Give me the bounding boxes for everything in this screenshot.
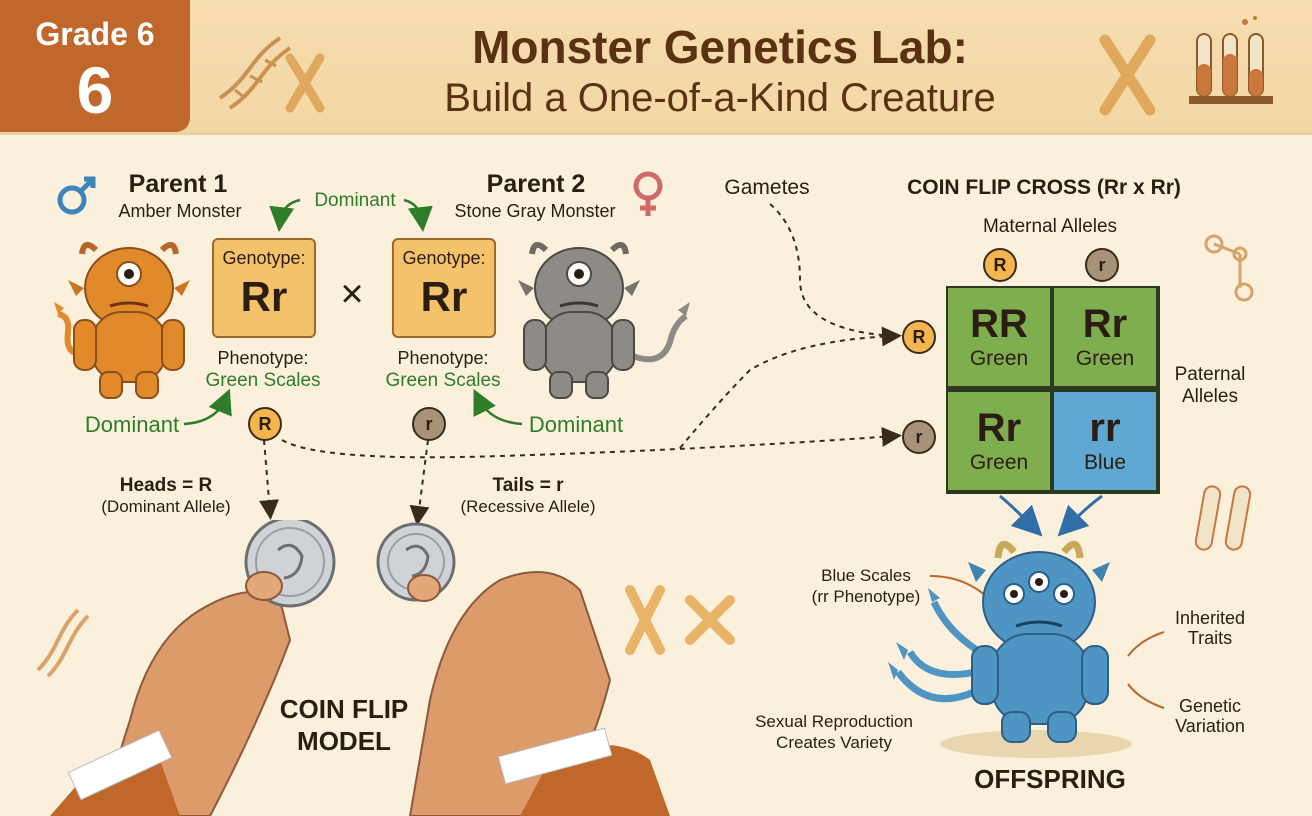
inherited-traits-label-line2: Traits xyxy=(1187,628,1233,648)
paternal-alleles-label-line2: Alleles xyxy=(1182,386,1238,407)
test-tubes-icon xyxy=(1189,16,1273,104)
male-symbol-icon xyxy=(57,176,96,215)
dna-icon xyxy=(218,36,325,113)
punnett-cell-Rr-bottom: Rr Green xyxy=(948,392,1050,490)
parent2-name: Stone Gray Monster xyxy=(454,201,616,221)
header-banner: Grade 6 6 Monster Genetics Lab: Build a … xyxy=(0,0,1312,135)
punnett-cell-rr: rr Blue xyxy=(1054,392,1156,490)
blue-scales-label-line2: (rr Phenotype) xyxy=(811,587,921,606)
cell-genotype: Rr xyxy=(976,406,1022,450)
inherited-traits-label-line1: Inherited xyxy=(1174,608,1246,628)
tails-label: Tails = r xyxy=(492,475,564,496)
test-tubes-icon-small xyxy=(1194,485,1252,551)
coin-model-label-line1: COIN FLIP xyxy=(279,694,409,724)
dominant-label-top: Dominant xyxy=(314,190,396,211)
parent2-phenotype-value: Green Scales xyxy=(385,370,501,391)
punnett-title: COIN FLIP CROSS (Rr x Rr) xyxy=(907,176,1181,199)
punnett-cell-Rr-top: Rr Green xyxy=(1054,288,1156,386)
allele-token-dominant: R xyxy=(248,407,282,441)
parent1-title: Parent 1 xyxy=(128,170,228,198)
punnett-cell-RR: RR Green xyxy=(948,288,1050,386)
paternal-allele-R: R xyxy=(902,320,936,354)
cell-genotype: Rr xyxy=(1082,302,1128,346)
chromosome-icon-small xyxy=(625,585,735,655)
cell-phenotype: Blue xyxy=(1083,451,1127,474)
gametes-label: Gametes xyxy=(724,176,810,199)
parent2-genotype-box: Genotype: Rr xyxy=(392,238,496,338)
offspring-monster-image xyxy=(888,540,1132,758)
parent1-name: Amber Monster xyxy=(118,201,242,221)
parent2-genotype-value: Rr xyxy=(420,273,468,320)
parent1-genotype-value: Rr xyxy=(240,273,288,320)
maternal-alleles-label: Maternal Alleles xyxy=(982,216,1118,237)
parent2-title: Parent 2 xyxy=(486,170,586,198)
stone-gray-monster-image xyxy=(518,241,690,399)
female-symbol-icon xyxy=(633,171,663,216)
parent1-phenotype-value: Green Scales xyxy=(205,370,321,391)
punnett-square: RR Green Rr Green Rr Green rr Blue xyxy=(946,286,1160,494)
chromosome-icon xyxy=(1099,34,1156,116)
tails-sublabel: (Recessive Allele) xyxy=(460,497,596,516)
sexual-reproduction-label-line1: Sexual Reproduction xyxy=(755,712,913,731)
heads-label: Heads = R xyxy=(119,475,213,496)
grade-label: Grade 6 xyxy=(35,16,155,52)
cell-phenotype: Green xyxy=(1075,347,1135,370)
maternal-allele-R: R xyxy=(983,248,1017,282)
grade-number: 6 xyxy=(76,53,114,127)
parent2-genotype-label: Genotype: xyxy=(402,248,486,268)
cell-genotype: RR xyxy=(970,302,1028,346)
dna-icon-small xyxy=(36,608,90,678)
cell-genotype: rr xyxy=(1089,406,1121,450)
page-title: Monster Genetics Lab: xyxy=(472,21,968,73)
cell-phenotype: Green xyxy=(969,347,1029,370)
amber-monster-image xyxy=(54,241,190,399)
page-subtitle: Build a One-of-a-Kind Creature xyxy=(444,76,996,120)
genetic-variation-label-line2: Variation xyxy=(1175,716,1245,736)
offspring-label: OFFSPRING xyxy=(974,764,1126,794)
paternal-alleles-label-line1: Paternal xyxy=(1174,364,1246,385)
paternal-allele-r: r xyxy=(902,420,936,454)
maternal-allele-r: r xyxy=(1085,248,1119,282)
molecule-icon xyxy=(1204,234,1254,302)
parent1-genotype-box: Genotype: Rr xyxy=(212,238,316,338)
dominant-label-left: Dominant xyxy=(84,412,180,437)
dominant-label-right: Dominant xyxy=(528,412,624,437)
allele-token-recessive: r xyxy=(412,407,446,441)
grade-badge: Grade 6 6 xyxy=(0,0,190,132)
parent1-genotype-label: Genotype: xyxy=(222,248,306,268)
genetic-variation-label-line1: Genetic xyxy=(1178,696,1242,716)
hands-holding-coins-image xyxy=(50,520,670,816)
parent2-phenotype-label: Phenotype: xyxy=(397,348,489,368)
parent1-phenotype-label: Phenotype: xyxy=(217,348,309,368)
cross-symbol: × xyxy=(340,272,364,316)
sexual-reproduction-label-line2: Creates Variety xyxy=(776,733,892,752)
coin-model-label-line2: MODEL xyxy=(297,726,391,756)
heads-sublabel: (Dominant Allele) xyxy=(101,497,231,516)
cell-phenotype: Green xyxy=(969,451,1029,474)
blue-scales-label-line1: Blue Scales xyxy=(821,566,911,585)
